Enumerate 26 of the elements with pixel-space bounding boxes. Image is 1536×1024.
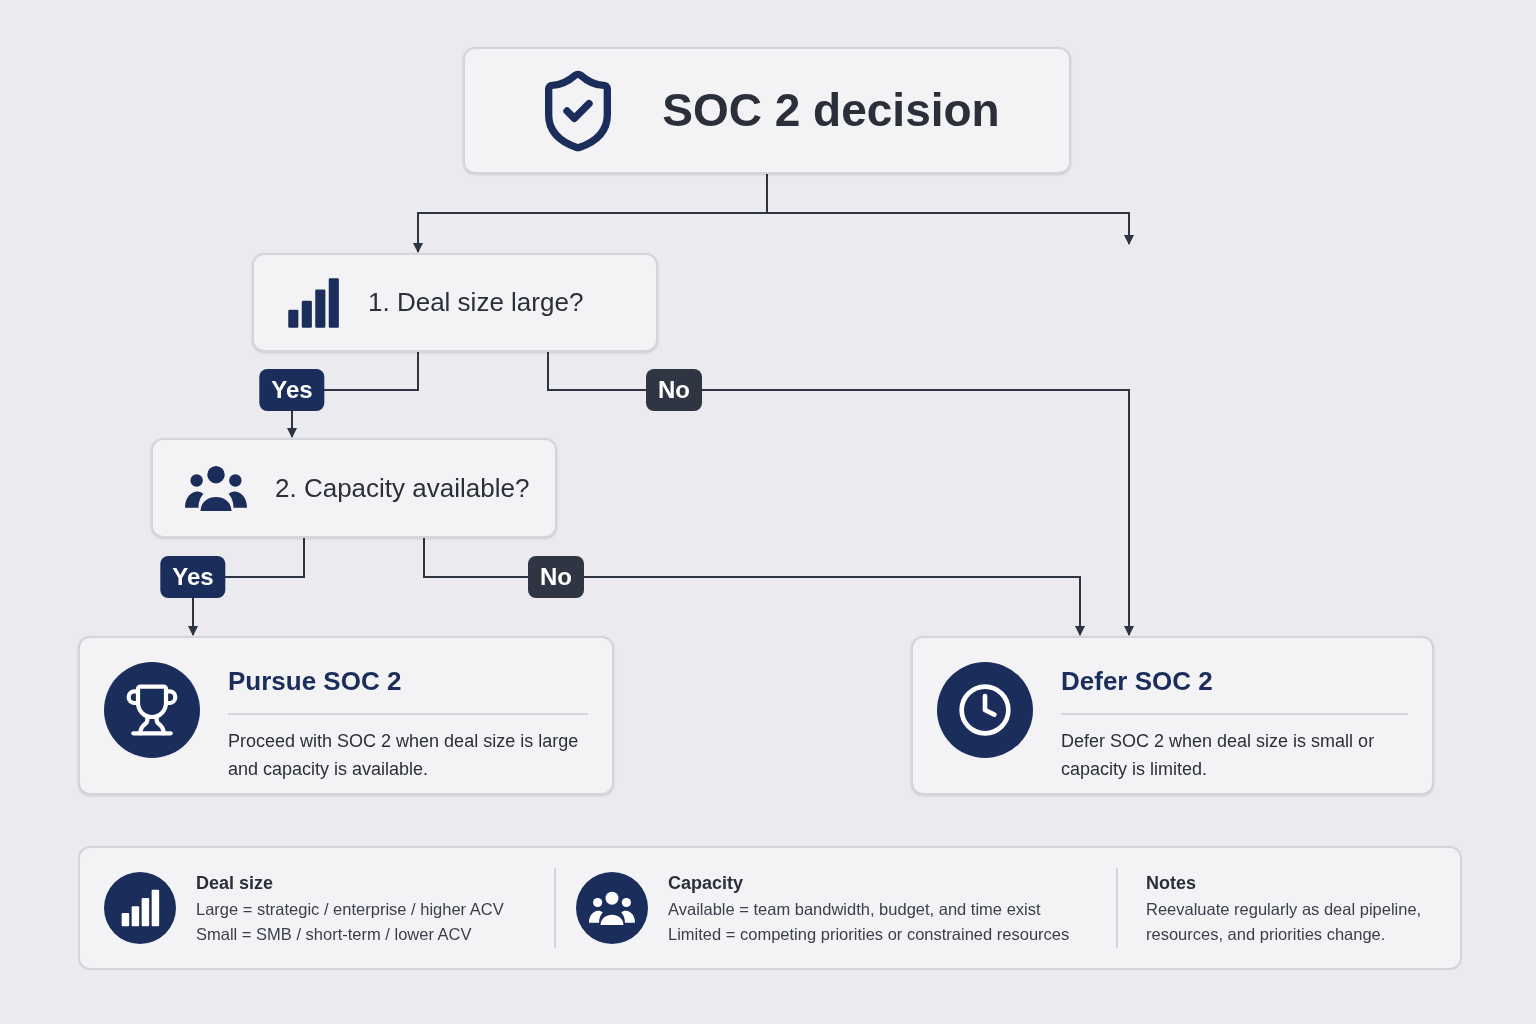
legend-heading: Deal size — [196, 872, 275, 895]
card-description: Proceed with SOC 2 when deal size is large and capacity is available. — [228, 730, 580, 781]
legend-text: Limited = competing priorities or constrained resources — [668, 924, 1070, 945]
decision-box — [252, 253, 658, 352]
legend-text: Small = SMB / short-term / lower ACV — [196, 924, 473, 945]
decision-box — [151, 438, 557, 538]
card-heading: Defer SOC 2 — [1061, 665, 1214, 698]
question-text: 1. Deal size large? — [368, 286, 584, 319]
title-box — [463, 47, 1071, 174]
card-heading: Pursue SOC 2 — [228, 665, 403, 698]
question-text: 2. Capacity available? — [275, 471, 530, 505]
legend-heading: Capacity — [668, 872, 745, 895]
legend-text: Large = strategic / enterprise / higher ACV — [196, 899, 504, 920]
legend-heading: Notes — [1146, 872, 1197, 895]
outcome-card — [911, 636, 1434, 795]
legend-text: Available = team bandwidth, budget, and time exist — [668, 899, 1042, 920]
edge-label: No — [646, 369, 702, 411]
connector-arrow — [547, 351, 1134, 636]
card-description: Defer SOC 2 when deal size is small or capacity is limited. — [1061, 730, 1376, 781]
edge-label: Yes — [259, 369, 325, 411]
connector-arrow — [423, 537, 1085, 636]
legend-text: Reevaluate regularly as deal pipeline, resources, and priorities change. — [1146, 899, 1423, 945]
edge-label: Yes — [160, 556, 226, 598]
title-text: SOC 2 decision — [662, 83, 1000, 138]
edge-label: No — [528, 556, 584, 598]
outcome-card — [78, 636, 614, 795]
